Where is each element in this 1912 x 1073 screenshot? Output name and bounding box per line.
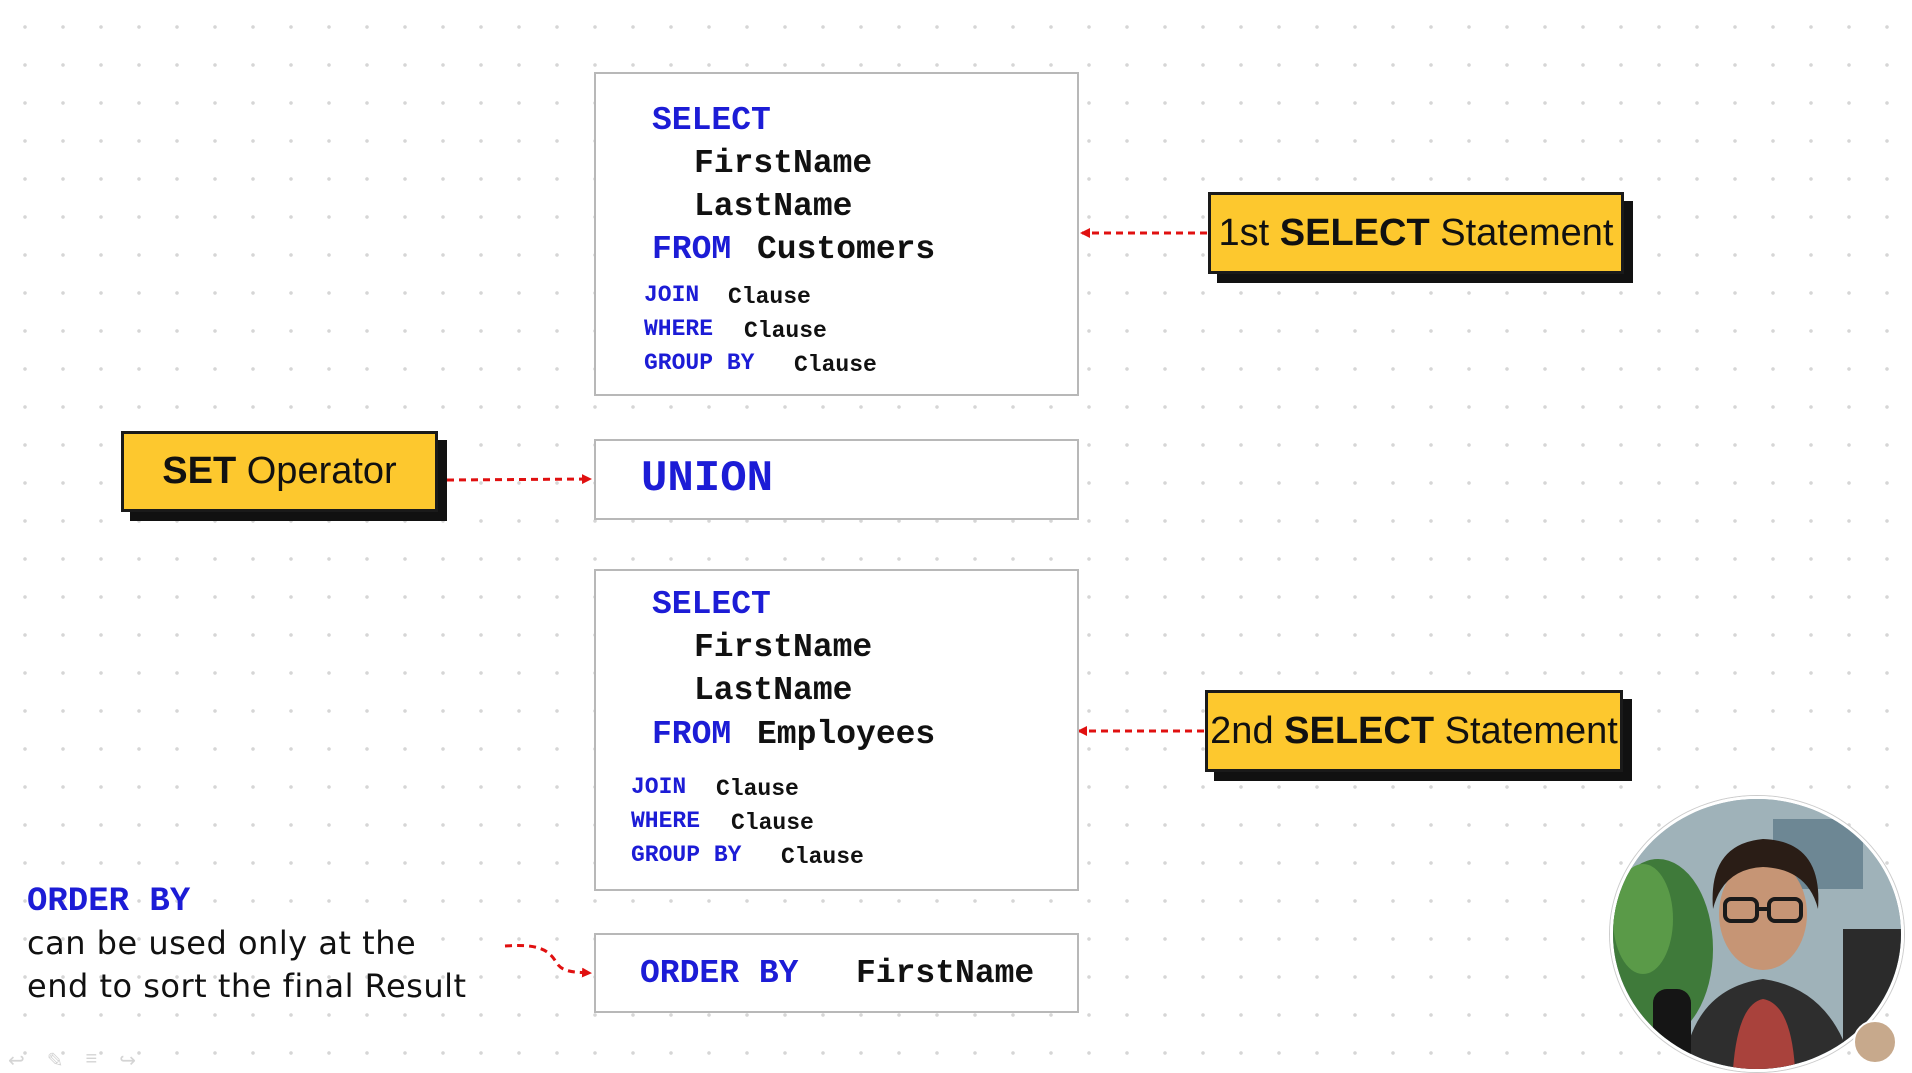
join-keyword: JOIN bbox=[644, 282, 700, 308]
union-keyword: UNION bbox=[641, 454, 774, 504]
from-keyword: FROM bbox=[652, 231, 732, 268]
tag-prefix: 2nd bbox=[1210, 709, 1274, 752]
first-select-tag: 1st SELECT Statement bbox=[1208, 192, 1624, 274]
pen-icon[interactable]: ✎ bbox=[46, 1050, 64, 1072]
join-clause: Clause bbox=[716, 776, 799, 802]
where-keyword: WHERE bbox=[631, 808, 701, 834]
column-firstname: FirstName bbox=[694, 145, 873, 182]
note-keyword: ORDER BY bbox=[27, 883, 191, 921]
order-by-column: FirstName bbox=[856, 955, 1035, 992]
join-keyword: JOIN bbox=[631, 774, 687, 800]
groupby-clause: Clause bbox=[794, 352, 877, 378]
from-keyword: FROM bbox=[652, 716, 732, 753]
note-line-2: end to sort the final Result bbox=[27, 967, 467, 1005]
union-box: UNION bbox=[594, 439, 1079, 520]
set-operator-tag: SET Operator bbox=[121, 431, 438, 512]
presenter-small-avatar bbox=[1853, 1020, 1897, 1064]
presenter-video-avatar bbox=[1610, 796, 1904, 1072]
slide-nav-icons: ↩ ✎ ≡ ↪ bbox=[8, 1048, 136, 1073]
groupby-keyword: GROUP BY bbox=[644, 350, 755, 376]
second-select-box: SELECT FirstName LastName FROM Employees… bbox=[594, 569, 1079, 891]
table-name: Employees bbox=[757, 716, 936, 753]
back-icon[interactable]: ↩ bbox=[8, 1050, 25, 1072]
table-name: Customers bbox=[757, 231, 936, 268]
note-line-1: can be used only at the bbox=[27, 924, 417, 962]
tag-suffix: Operator bbox=[246, 450, 397, 492]
where-keyword: WHERE bbox=[644, 316, 714, 342]
tag-bold: SELECT bbox=[1279, 211, 1430, 254]
order-by-note: ORDER BY can be used only at the end to … bbox=[27, 882, 467, 1008]
second-select-tag: 2nd SELECT Statement bbox=[1205, 690, 1623, 772]
column-lastname: LastName bbox=[694, 672, 853, 709]
arrow-order-by bbox=[504, 944, 592, 978]
arrow-set-operator bbox=[446, 474, 592, 485]
groupby-clause: Clause bbox=[781, 844, 864, 870]
tag-bold: SELECT bbox=[1284, 709, 1435, 752]
join-clause: Clause bbox=[728, 284, 811, 310]
where-clause: Clause bbox=[744, 318, 827, 344]
tag-prefix: 1st bbox=[1218, 211, 1270, 254]
order-by-box: ORDER BY FirstName bbox=[594, 933, 1079, 1013]
tag-suffix: Statement bbox=[1444, 709, 1618, 752]
column-lastname: LastName bbox=[694, 188, 853, 225]
first-select-box: SELECT FirstName LastName FROM Customers… bbox=[594, 72, 1079, 396]
presenter-silhouette-icon bbox=[1613, 799, 1901, 1069]
order-by-keyword: ORDER BY bbox=[640, 955, 799, 992]
tag-bold: SET bbox=[162, 450, 237, 492]
forward-icon[interactable]: ↪ bbox=[119, 1050, 136, 1072]
where-clause: Clause bbox=[731, 810, 814, 836]
groupby-keyword: GROUP BY bbox=[631, 842, 742, 868]
select-keyword: SELECT bbox=[652, 102, 771, 139]
column-firstname: FirstName bbox=[694, 629, 873, 666]
tag-suffix: Statement bbox=[1440, 211, 1614, 254]
menu-icon[interactable]: ≡ bbox=[85, 1048, 98, 1070]
select-keyword: SELECT bbox=[652, 586, 771, 623]
